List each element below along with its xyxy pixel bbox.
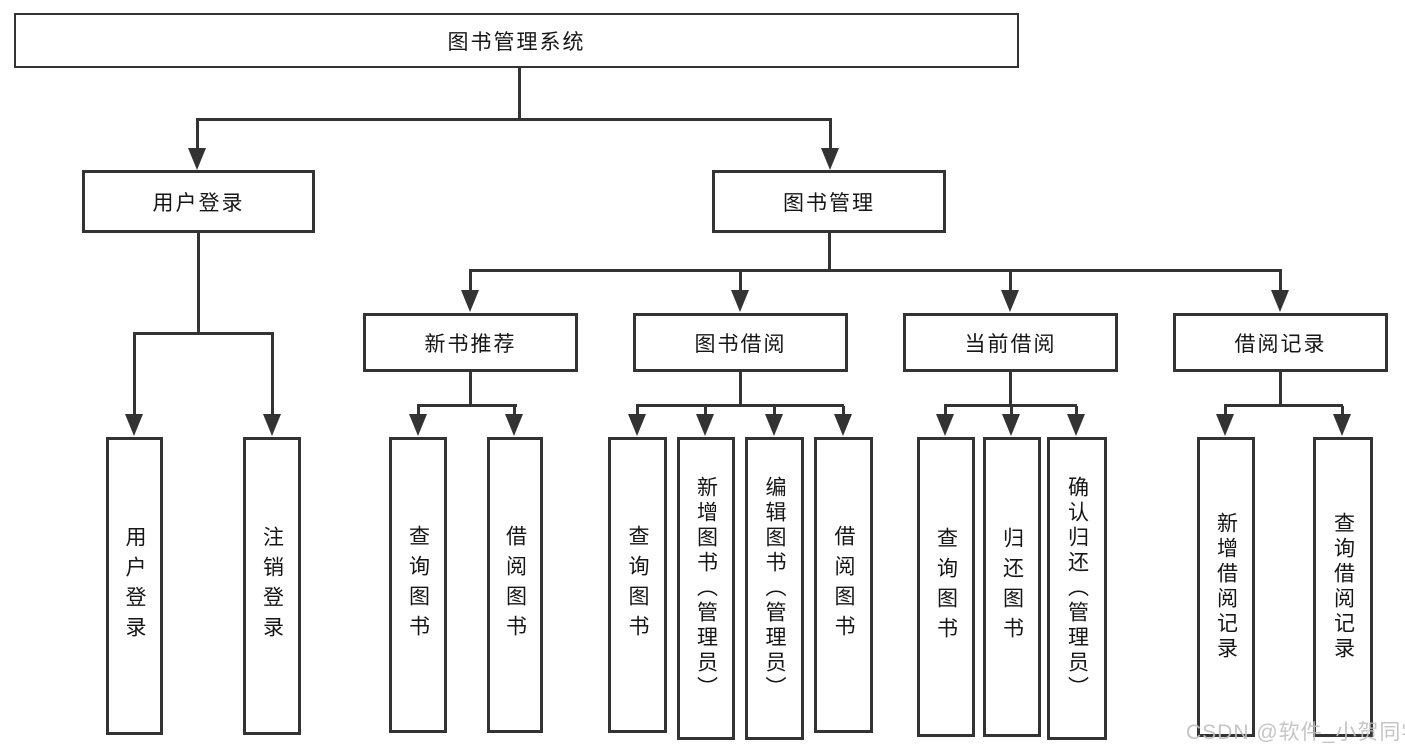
node-current-borrowing: 当前借阅 xyxy=(903,313,1118,372)
connector-hline xyxy=(196,118,832,121)
node-library-management-system: 图书管理系统 xyxy=(14,13,1019,68)
arrow-down-icon xyxy=(188,148,206,170)
leaf-user-login: 用户登录 xyxy=(106,437,163,735)
leaf-label: 查询图书 xyxy=(406,525,430,645)
connector-stem xyxy=(636,406,639,417)
connector-stem xyxy=(773,406,776,417)
leaf-logout: 注销登录 xyxy=(243,437,301,735)
connector-stem xyxy=(739,271,742,294)
arrow-down-icon xyxy=(1271,290,1289,312)
node-user-login: 用户登录 xyxy=(82,170,315,233)
arrow-down-icon xyxy=(765,414,783,436)
leaf-label: 查询图书 xyxy=(626,525,649,645)
arrow-down-icon xyxy=(505,414,523,436)
leaf-add-books-admin: 新增图书（管理员） xyxy=(677,437,735,740)
connector-stem xyxy=(196,120,199,152)
leaf-query-books-borrowing: 查询图书 xyxy=(608,437,667,733)
leaf-label: 编辑图书（管理员） xyxy=(763,476,786,701)
connector-hline xyxy=(1224,404,1343,407)
connector-vline xyxy=(739,372,742,407)
connector-hline xyxy=(944,404,1077,407)
connector-vline xyxy=(197,233,200,335)
connector-vline xyxy=(828,233,831,272)
connector-stem xyxy=(133,334,136,416)
leaf-label: 借阅图书 xyxy=(503,525,527,645)
leaf-label: 查询借阅记录 xyxy=(1331,512,1355,662)
arrow-down-icon xyxy=(731,290,749,312)
connector-stem xyxy=(513,406,516,417)
leaf-add-borrow-record: 新增借阅记录 xyxy=(1197,437,1255,737)
arrow-down-icon xyxy=(1067,414,1085,436)
leaf-return-books: 归还图书 xyxy=(983,437,1041,737)
connector-hline xyxy=(636,404,844,407)
node-label: 图书管理 xyxy=(783,191,875,215)
leaf-label: 新增图书（管理员） xyxy=(694,476,718,701)
leaf-label: 新增借阅记录 xyxy=(1214,512,1238,662)
leaf-query-borrow-record: 查询借阅记录 xyxy=(1313,437,1373,737)
node-label: 用户登录 xyxy=(152,191,245,215)
connector-hline xyxy=(417,404,517,407)
leaf-query-books-current: 查询图书 xyxy=(917,437,975,737)
connector-hline xyxy=(469,269,1282,272)
leaf-query-books-recommend: 查询图书 xyxy=(389,437,447,733)
connector-stem xyxy=(944,406,947,417)
node-book-borrowing: 图书借阅 xyxy=(633,313,848,372)
arrow-down-icon xyxy=(461,290,479,312)
connector-stem xyxy=(469,271,472,294)
node-label: 图书借阅 xyxy=(694,332,787,356)
csdn-watermark: CSDN @软件_小贺同学 xyxy=(1186,721,1405,744)
leaf-borrow-books: 借阅图书 xyxy=(814,437,873,733)
leaf-label: 用户登录 xyxy=(123,526,146,646)
arrow-down-icon xyxy=(834,414,852,436)
node-borrowing-records: 借阅记录 xyxy=(1173,313,1388,372)
connector-stem xyxy=(271,334,274,416)
connector-vline xyxy=(469,372,472,407)
connector-vline xyxy=(1009,372,1012,407)
leaf-label: 注销登录 xyxy=(260,526,284,646)
leaf-borrow-books-recommend: 借阅图书 xyxy=(487,437,543,733)
connector-stem xyxy=(1341,406,1344,417)
arrow-down-icon xyxy=(1216,414,1234,436)
connector-stem xyxy=(417,406,420,417)
arrow-down-icon xyxy=(263,414,281,436)
connector-stem xyxy=(829,120,832,152)
connector-stem xyxy=(1075,406,1078,417)
arrow-down-icon xyxy=(1333,414,1351,436)
connector-vline xyxy=(1279,372,1282,407)
arrow-down-icon xyxy=(936,414,954,436)
leaf-confirm-return-admin: 确认归还（管理员） xyxy=(1047,437,1107,740)
leaf-label: 归还图书 xyxy=(1000,527,1024,647)
node-label: 新书推荐 xyxy=(424,332,517,356)
arrow-down-icon xyxy=(696,414,714,436)
leaf-edit-books-admin: 编辑图书（管理员） xyxy=(745,437,804,740)
arrow-down-icon xyxy=(1001,290,1019,312)
connector-stem xyxy=(1010,406,1013,417)
connector-stem xyxy=(704,406,707,417)
leaf-label: 借阅图书 xyxy=(832,525,855,645)
leaf-label: 确认归还（管理员） xyxy=(1065,476,1089,701)
connector-hline xyxy=(133,332,274,335)
node-new-book-recommend: 新书推荐 xyxy=(363,313,578,372)
node-label: 借阅记录 xyxy=(1234,332,1327,356)
connector-vline xyxy=(518,68,521,120)
arrow-down-icon xyxy=(1002,414,1020,436)
connector-stem xyxy=(1224,406,1227,417)
arrow-down-icon xyxy=(409,414,427,436)
node-book-management: 图书管理 xyxy=(712,170,946,233)
connector-stem xyxy=(1279,271,1282,294)
arrow-down-icon xyxy=(125,414,143,436)
arrow-down-icon xyxy=(628,414,646,436)
node-label: 当前借阅 xyxy=(964,332,1057,356)
connector-stem xyxy=(1009,271,1012,294)
leaf-label: 查询图书 xyxy=(934,527,958,647)
node-label: 图书管理系统 xyxy=(447,30,586,54)
arrow-down-icon xyxy=(821,148,839,170)
connector-stem xyxy=(842,406,845,417)
